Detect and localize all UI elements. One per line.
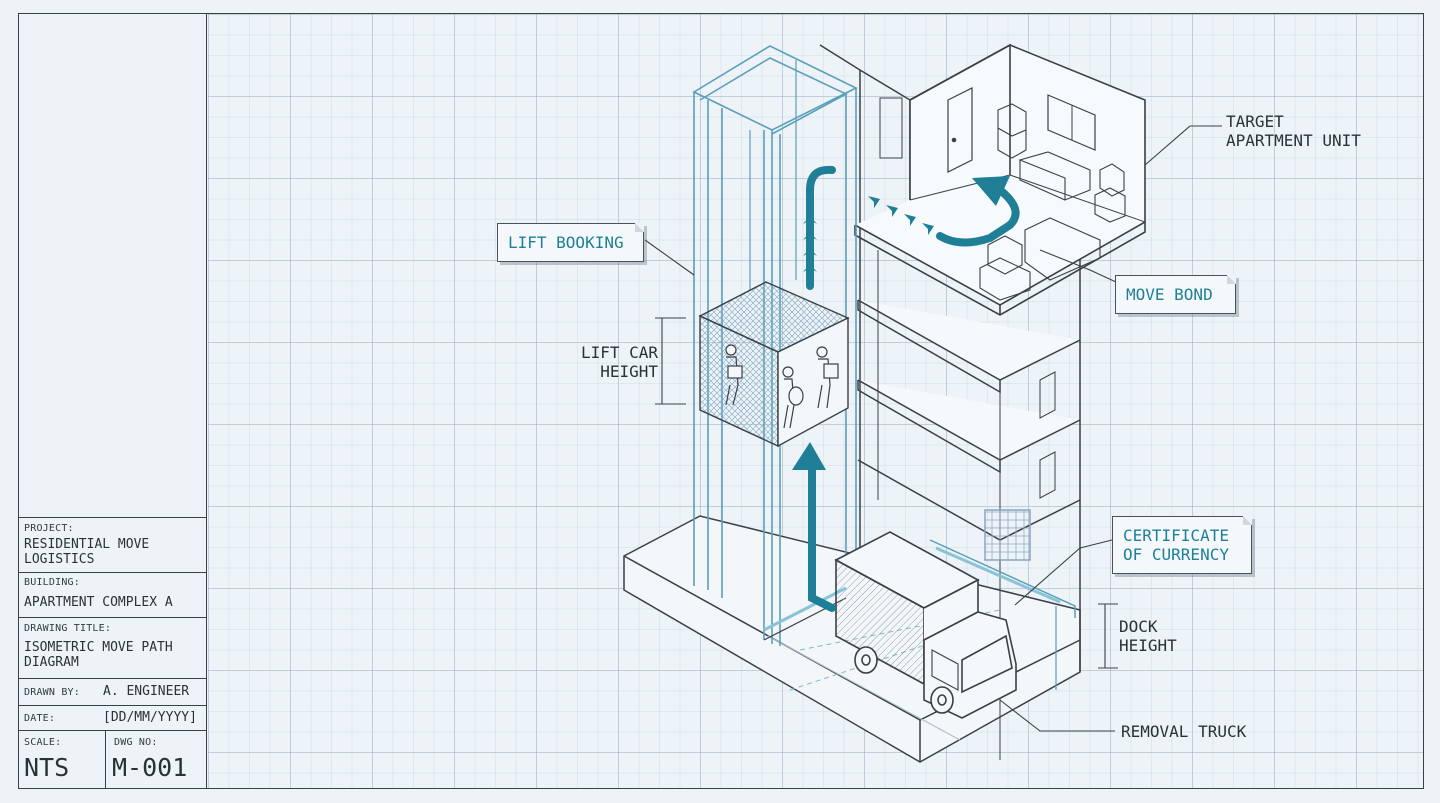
- title-block: PROJECT: RESIDENTIAL MOVE LOGISTICS BUIL…: [18, 517, 207, 789]
- scale-label: SCALE:: [24, 737, 62, 748]
- move-path-chevrons: [803, 196, 934, 272]
- certificate-label-line2: OF CURRENCY: [1123, 545, 1229, 564]
- drawn-by-label: DRAWN BY:: [24, 687, 80, 698]
- loading-dock: [929, 539, 1076, 690]
- drawing-title-row: DRAWING TITLE: ISOMETRIC MOVE PATH DIAGR…: [18, 617, 207, 678]
- removal-truck-label: REMOVAL TRUCK: [1121, 722, 1247, 741]
- building-row: BUILDING: APARTMENT COMPLEX A: [18, 572, 207, 617]
- project-value-line1: RESIDENTIAL MOVE: [24, 537, 150, 552]
- scale-value: NTS: [24, 753, 70, 782]
- move-path-arrowhead-lower: [792, 442, 826, 470]
- move-bond-tag: MOVE BOND: [1115, 275, 1236, 314]
- move-path-arrow: [806, 165, 1020, 612]
- lift-car: [698, 281, 850, 448]
- drawing-title-label: DRAWING TITLE:: [24, 623, 112, 634]
- dock-height-label: DOCK HEIGHT: [1119, 617, 1177, 655]
- certificate-label-line1: CERTIFICATE: [1123, 526, 1229, 545]
- project-label: PROJECT:: [24, 523, 74, 534]
- scale-dwg-row: SCALE: NTS DWG NO: M-001: [18, 730, 207, 789]
- scale-dwg-divider: [105, 731, 106, 789]
- building-value: APARTMENT COMPLEX A: [24, 595, 173, 610]
- building-structure: [819, 44, 1081, 760]
- move-bond-label: MOVE BOND: [1126, 285, 1213, 304]
- drawing-title-line2: DIAGRAM: [24, 655, 79, 670]
- leader-lines: [644, 125, 1222, 732]
- date-value: [DD/MM/YYYY]: [103, 710, 197, 725]
- move-path-arrowhead-upper: [972, 176, 1010, 206]
- drawn-by-row: DRAWN BY: A. ENGINEER: [18, 678, 207, 705]
- drawn-by-value: A. ENGINEER: [103, 684, 190, 699]
- target-apartment-unit: [854, 43, 1146, 316]
- dwg-no-value: M-001: [112, 753, 188, 782]
- date-label: DATE:: [24, 713, 56, 724]
- project-row: PROJECT: RESIDENTIAL MOVE LOGISTICS: [18, 517, 207, 572]
- lift-booking-tag: LIFT BOOKING: [497, 223, 644, 262]
- drawing-title-line1: ISOMETRIC MOVE PATH: [24, 640, 173, 655]
- dwg-no-label: DWG NO:: [114, 737, 158, 748]
- lift-car-height-label: LIFT CAR HEIGHT: [580, 343, 658, 381]
- project-value-line2: LOGISTICS: [24, 552, 95, 567]
- drawing-border: [18, 13, 1424, 789]
- date-row: DATE: [DD/MM/YYYY]: [18, 705, 207, 730]
- building-label: BUILDING:: [24, 577, 80, 588]
- certificate-of-currency-tag: CERTIFICATE OF CURRENCY: [1112, 516, 1252, 574]
- removal-truck: [834, 531, 1017, 719]
- title-block-strip: [18, 13, 207, 789]
- target-apartment-label: TARGET APARTMENT UNIT: [1226, 112, 1361, 150]
- lift-booking-label: LIFT BOOKING: [508, 233, 624, 252]
